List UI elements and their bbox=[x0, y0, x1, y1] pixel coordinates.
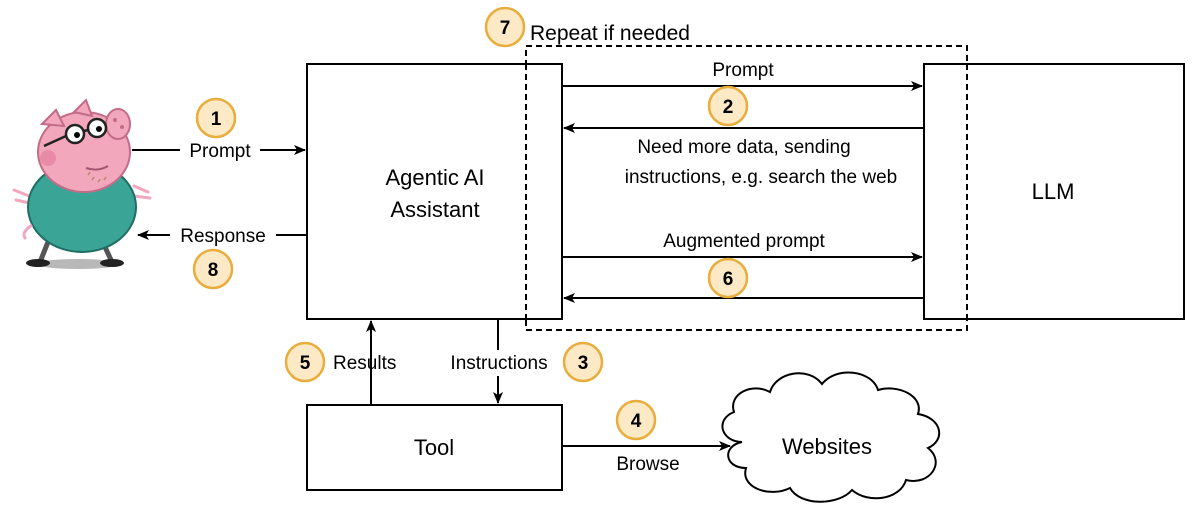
agentic-ai-assistant-label-line2: Assistant bbox=[390, 197, 479, 222]
step-badge-6: 6 bbox=[707, 257, 749, 299]
svg-text:4: 4 bbox=[631, 411, 642, 432]
results-label: Results bbox=[333, 353, 396, 374]
need-more-data-label-line1: Need more data, sending bbox=[637, 137, 850, 158]
llm-prompt-edge: Prompt bbox=[562, 60, 923, 91]
user-prompt-edge: Prompt bbox=[132, 138, 306, 162]
svg-text:3: 3 bbox=[578, 353, 589, 374]
user-prompt-label: Prompt bbox=[189, 141, 251, 162]
need-more-data-edge: Need more data, sending instructions, e.… bbox=[563, 123, 924, 188]
results-edge: Results bbox=[333, 320, 396, 405]
tool-label: Tool bbox=[414, 435, 454, 460]
llm-prompt-label: Prompt bbox=[712, 60, 774, 81]
need-more-data-label-line2: instructions, e.g. search the web bbox=[625, 167, 897, 188]
step-badge-8: 8 bbox=[192, 248, 234, 290]
svg-text:1: 1 bbox=[211, 109, 222, 130]
augmented-prompt-edge: Augmented prompt bbox=[562, 231, 923, 262]
step-badge-3: 3 bbox=[562, 341, 604, 383]
llm-label: LLM bbox=[1032, 179, 1075, 204]
repeat-loop-frame bbox=[525, 45, 968, 331]
svg-text:7: 7 bbox=[500, 18, 511, 39]
step-badge-7: 7 bbox=[484, 6, 526, 48]
step-badge-2: 2 bbox=[707, 85, 749, 127]
agentic-ai-assistant-label-line1: Agentic AI bbox=[385, 165, 484, 190]
tool-node: Tool bbox=[306, 404, 563, 491]
agentic-ai-assistant-node: Agentic AI Assistant bbox=[306, 63, 563, 320]
svg-text:6: 6 bbox=[723, 269, 734, 290]
repeat-loop-label: Repeat if needed bbox=[530, 22, 690, 45]
svg-text:2: 2 bbox=[723, 97, 734, 118]
step-badge-1: 1 bbox=[195, 97, 237, 139]
llm-node: LLM bbox=[923, 63, 1185, 320]
instructions-edge: Instructions bbox=[440, 319, 558, 404]
augmented-prompt-label: Augmented prompt bbox=[663, 231, 825, 252]
websites-label: Websites bbox=[782, 434, 872, 459]
step-badge-4: 4 bbox=[615, 399, 657, 441]
step-badge-5: 5 bbox=[284, 341, 326, 383]
instructions-label: Instructions bbox=[450, 353, 547, 374]
response-edge: Response bbox=[137, 223, 307, 247]
browse-edge: Browse bbox=[562, 441, 731, 475]
svg-text:5: 5 bbox=[300, 353, 311, 374]
svg-text:8: 8 bbox=[208, 260, 219, 281]
pig-character-icon bbox=[12, 98, 152, 269]
response-label: Response bbox=[180, 226, 266, 247]
browse-label: Browse bbox=[616, 454, 679, 475]
websites-cloud-node: Websites bbox=[721, 371, 941, 503]
